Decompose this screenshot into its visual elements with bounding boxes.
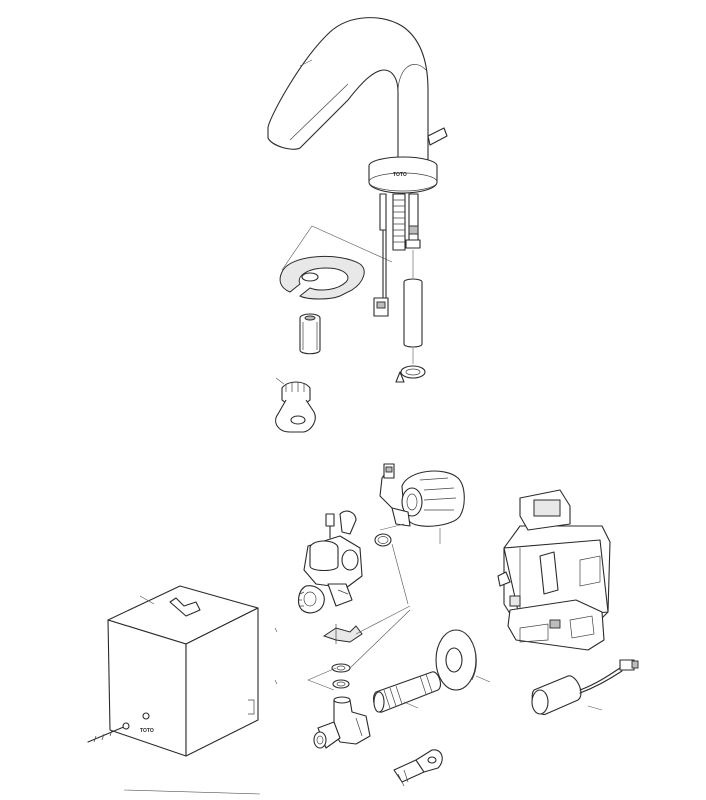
mounting-nut — [299, 313, 321, 355]
edge-mark-left-2 — [274, 679, 278, 685]
horseshoe-washer — [279, 225, 393, 300]
tube-extension — [403, 250, 423, 348]
generator-turbine — [379, 463, 465, 544]
supply-nipple — [373, 671, 441, 713]
brand-mark-top: TOTO — [393, 172, 407, 178]
solenoid-valve-assembly — [297, 510, 363, 614]
sensor-cable — [373, 229, 389, 317]
brand-mark-bottom: TOTO — [140, 728, 154, 734]
small-key — [393, 749, 443, 787]
base-escutcheon: TOTO — [368, 156, 438, 194]
strainer — [322, 605, 411, 644]
controller-box — [497, 489, 611, 651]
battery-pack — [531, 659, 639, 715]
gaskets — [307, 609, 411, 691]
mounting-rods — [379, 193, 421, 300]
hose-clamp — [395, 348, 426, 383]
o-ring — [374, 523, 409, 605]
wrench-key — [275, 377, 316, 433]
spout-faucet — [267, 17, 448, 161]
edge-mark-bottom — [123, 789, 261, 795]
battery-box-cover: TOTO — [87, 585, 259, 757]
edge-mark-left — [274, 627, 278, 633]
wall-flange — [435, 629, 491, 691]
angle-stop-valve — [313, 696, 371, 749]
